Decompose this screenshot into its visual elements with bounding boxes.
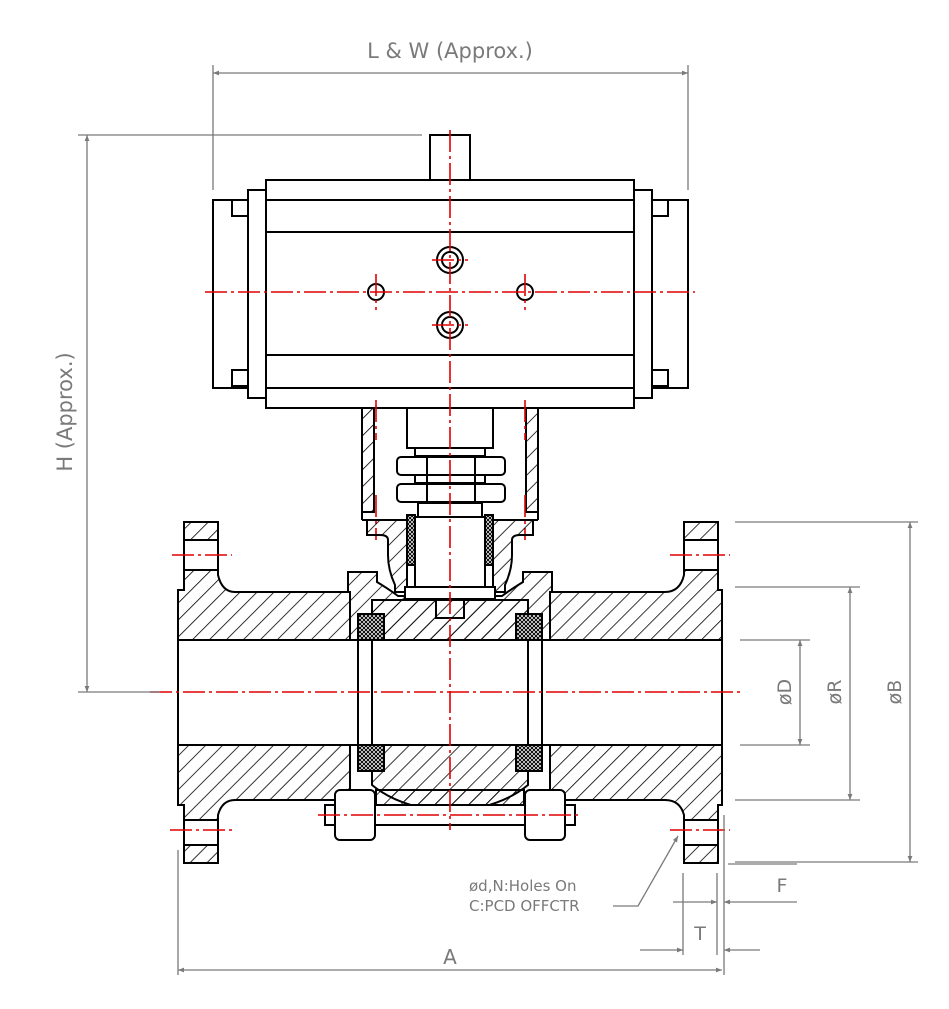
- dimensions: [78, 65, 918, 975]
- centerlines: [150, 130, 742, 831]
- bore-label: øD: [774, 679, 796, 705]
- seat-ring: [515, 613, 543, 641]
- lw-label: L & W (Approx.): [367, 39, 533, 63]
- seat-ring: [357, 744, 385, 772]
- seat-ring: [357, 613, 385, 641]
- thickness-label: T: [693, 923, 706, 945]
- stem-nut: [396, 456, 506, 476]
- length-label: A: [443, 945, 457, 969]
- right-end-cap: [651, 199, 689, 389]
- flange-od-label: øB: [884, 680, 906, 705]
- holes-note-line1: ød,N:Holes On: [469, 877, 577, 895]
- raised-face-label: øR: [824, 680, 846, 705]
- holes-note-line2: C:PCD OFFCTR: [469, 897, 580, 915]
- stem-nut: [396, 483, 506, 503]
- rf-height-label: F: [777, 875, 788, 897]
- seat-ring: [515, 744, 543, 772]
- h-label: H (Approx.): [53, 352, 77, 471]
